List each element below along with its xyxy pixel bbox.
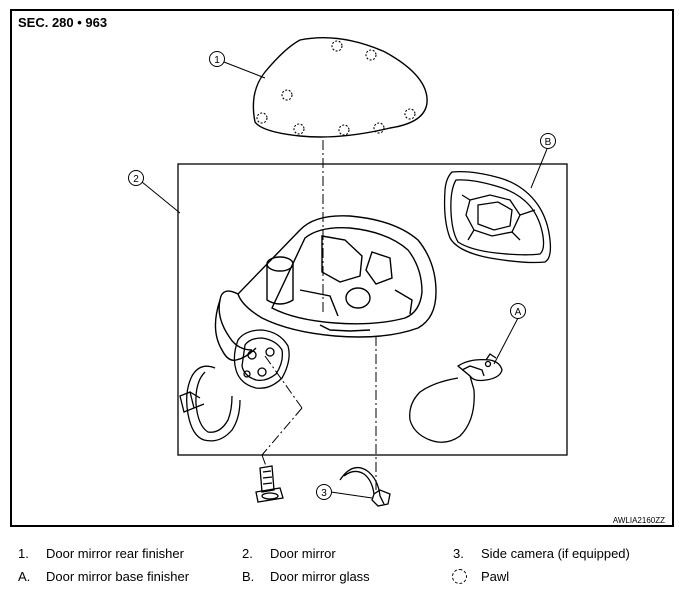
rear-finisher-part — [252, 37, 428, 138]
callout-b — [540, 133, 556, 149]
bolt-part — [255, 465, 284, 503]
legend-key: 1. — [18, 546, 29, 561]
legend-key: B. — [242, 569, 255, 584]
legend-label: Door mirror base finisher — [46, 569, 190, 584]
callout-a-label: A — [515, 307, 522, 318]
callout-2-label: 2 — [133, 174, 139, 185]
callout-1-label: 1 — [214, 55, 220, 66]
callout-a — [510, 303, 526, 319]
base-finisher-part — [409, 353, 503, 443]
alignment-lines — [261, 140, 377, 490]
callout-3 — [316, 484, 332, 500]
legend-key: 2. — [242, 546, 253, 561]
callout-b-label: B — [545, 137, 552, 148]
callout-1 — [209, 51, 225, 67]
side-camera-part — [339, 466, 391, 507]
assembly-box — [177, 163, 568, 456]
pawl-markers — [256, 40, 416, 136]
legend-label: Door mirror rear finisher — [46, 546, 184, 561]
section-reference: SEC. 280 • 963 — [18, 15, 108, 30]
legend-key: A. — [18, 569, 31, 584]
leader-lines — [141, 61, 548, 499]
mirror-glass-part — [443, 170, 552, 264]
diagram-frame — [10, 9, 674, 527]
legend-label: Side camera (if equipped) — [481, 546, 630, 561]
legend-key: 3. — [453, 546, 464, 561]
legend-label: Door mirror glass — [270, 569, 370, 584]
legend-item-pawl: Pawl — [481, 569, 509, 584]
pawl-symbol-icon — [452, 569, 467, 584]
callout-3-label: 3 — [321, 488, 327, 499]
callout-2 — [128, 170, 144, 186]
door-mirror-part — [214, 215, 437, 361]
callout-markers — [128, 51, 556, 500]
figure-code: AWLIA2160ZZ — [612, 516, 665, 525]
mirror-base-and-bracket — [179, 329, 290, 442]
legend-label: Pawl — [481, 569, 510, 584]
legend-label: Door mirror — [270, 546, 336, 561]
